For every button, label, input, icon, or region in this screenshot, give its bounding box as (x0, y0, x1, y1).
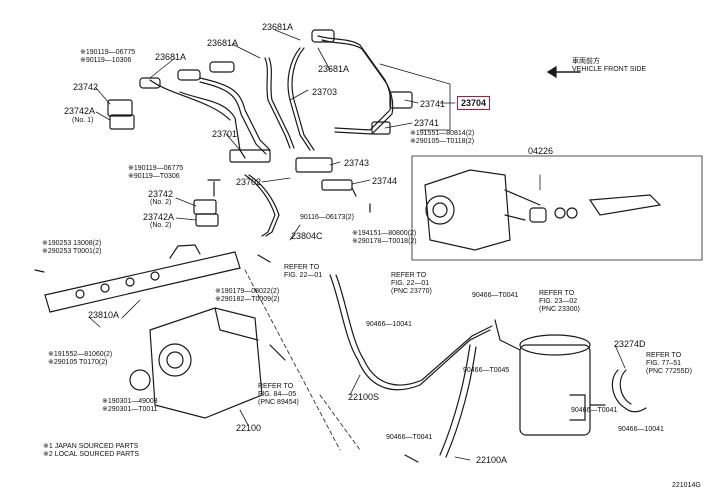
supply-pump-22100-drawing (129, 307, 286, 419)
fuel-hose-drawing (257, 254, 521, 463)
part-label-23681A-right[interactable]: 23681A (318, 64, 350, 74)
diagram-code: 221014G (672, 482, 701, 489)
part-label-90466-f[interactable]: 90466—T0041 (386, 434, 433, 441)
clamp-23742A-mid (195, 213, 219, 227)
part-label-23742A-top[interactable]: 23742A (64, 106, 96, 116)
part-label-23742-mid[interactable]: 23742 (148, 189, 174, 199)
part-label-23681A-mid[interactable]: 23681A (155, 52, 187, 62)
note-mid: ※194151—80800(2)※290178—T0018(2) (352, 230, 417, 245)
common-rail-drawing (34, 244, 241, 313)
note-left: ※190119—06775※90119—T0306 (128, 165, 184, 180)
part-label-23681A-left[interactable]: 23681A (207, 38, 239, 48)
note-right: ※191551—80814(2)※290105—T0118(2) (410, 130, 475, 145)
part-label-23704-highlighted[interactable]: 23704 (457, 96, 491, 110)
pump-04226-drawing (424, 169, 662, 251)
part-label-23701[interactable]: 23701 (212, 129, 238, 139)
sub-label-no2: (No. 2) (150, 199, 172, 206)
part-label-90466-e[interactable]: 90466—10041 (618, 426, 664, 433)
note-mid-1: 90116—06173(2) (300, 214, 354, 221)
part-label-23742-top[interactable]: 23742 (73, 82, 99, 92)
clamp-23742-top (107, 99, 133, 117)
hose-23274D (611, 369, 647, 413)
bracket-23744 (321, 179, 353, 191)
part-label-04226[interactable]: 04226 (528, 146, 554, 156)
part-label-22100[interactable]: 22100 (236, 423, 262, 433)
note-top-left: ※190119—06775※90119—10306 (80, 49, 136, 64)
sub-label-no1: (No. 1) (72, 117, 94, 124)
part-label-23703[interactable]: 23703 (312, 87, 338, 97)
part-label-22100S[interactable]: 22100S (348, 392, 380, 402)
part-label-23804C[interactable]: 23804C (291, 231, 323, 241)
injection-pipe-group (149, 35, 394, 237)
part-label-23741-b[interactable]: 23741 (414, 118, 440, 128)
sub-label-no2b: (No. 2) (150, 222, 172, 229)
part-label-23741-a[interactable]: 23741 (420, 99, 446, 109)
fuel-filter-drawing (519, 334, 606, 436)
note-rail: ※190253 13008(2)※290253 T0001(2) (42, 240, 102, 255)
part-label-23744[interactable]: 23744 (372, 176, 398, 186)
part-label-22100A[interactable]: 22100A (476, 455, 508, 465)
part-label-90466-c[interactable]: 90466—T0045 (463, 367, 510, 374)
part-label-23742A-mid[interactable]: 23742A (143, 212, 175, 222)
part-label-23810A[interactable]: 23810A (88, 310, 120, 320)
note-o-ring: ※190301—49003※290301—T0011 (102, 398, 158, 413)
part-label-23681A-top[interactable]: 23681A (262, 22, 294, 32)
clamp-23742A-top (109, 114, 135, 130)
legend: ※1 JAPAN SOURCED PARTS※2 LOCAL SOURCED P… (43, 443, 139, 458)
pipe-clamp-23743 (295, 157, 333, 173)
bracket-23741-b (371, 121, 391, 135)
clamp-23742-mid (193, 199, 217, 215)
part-label-23702[interactable]: 23702 (236, 177, 262, 187)
part-label-90466-a[interactable]: 90466—T0041 (472, 292, 519, 299)
note-bottom-left: ※191552—81060(2)※290105 T0170(2) (48, 351, 113, 366)
bracket-23741-a (389, 91, 413, 109)
part-label-90466-b[interactable]: 90466—10041 (366, 321, 412, 328)
pipe-clamp-23701 (229, 149, 271, 163)
part-label-90466-d[interactable]: 90466—T0041 (571, 407, 618, 414)
part-label-23743[interactable]: 23743 (344, 158, 370, 168)
part-label-23274D[interactable]: 23274D (614, 339, 646, 349)
note-pump: ※190179—08022(2)※290182—T0009(2) (215, 288, 280, 303)
